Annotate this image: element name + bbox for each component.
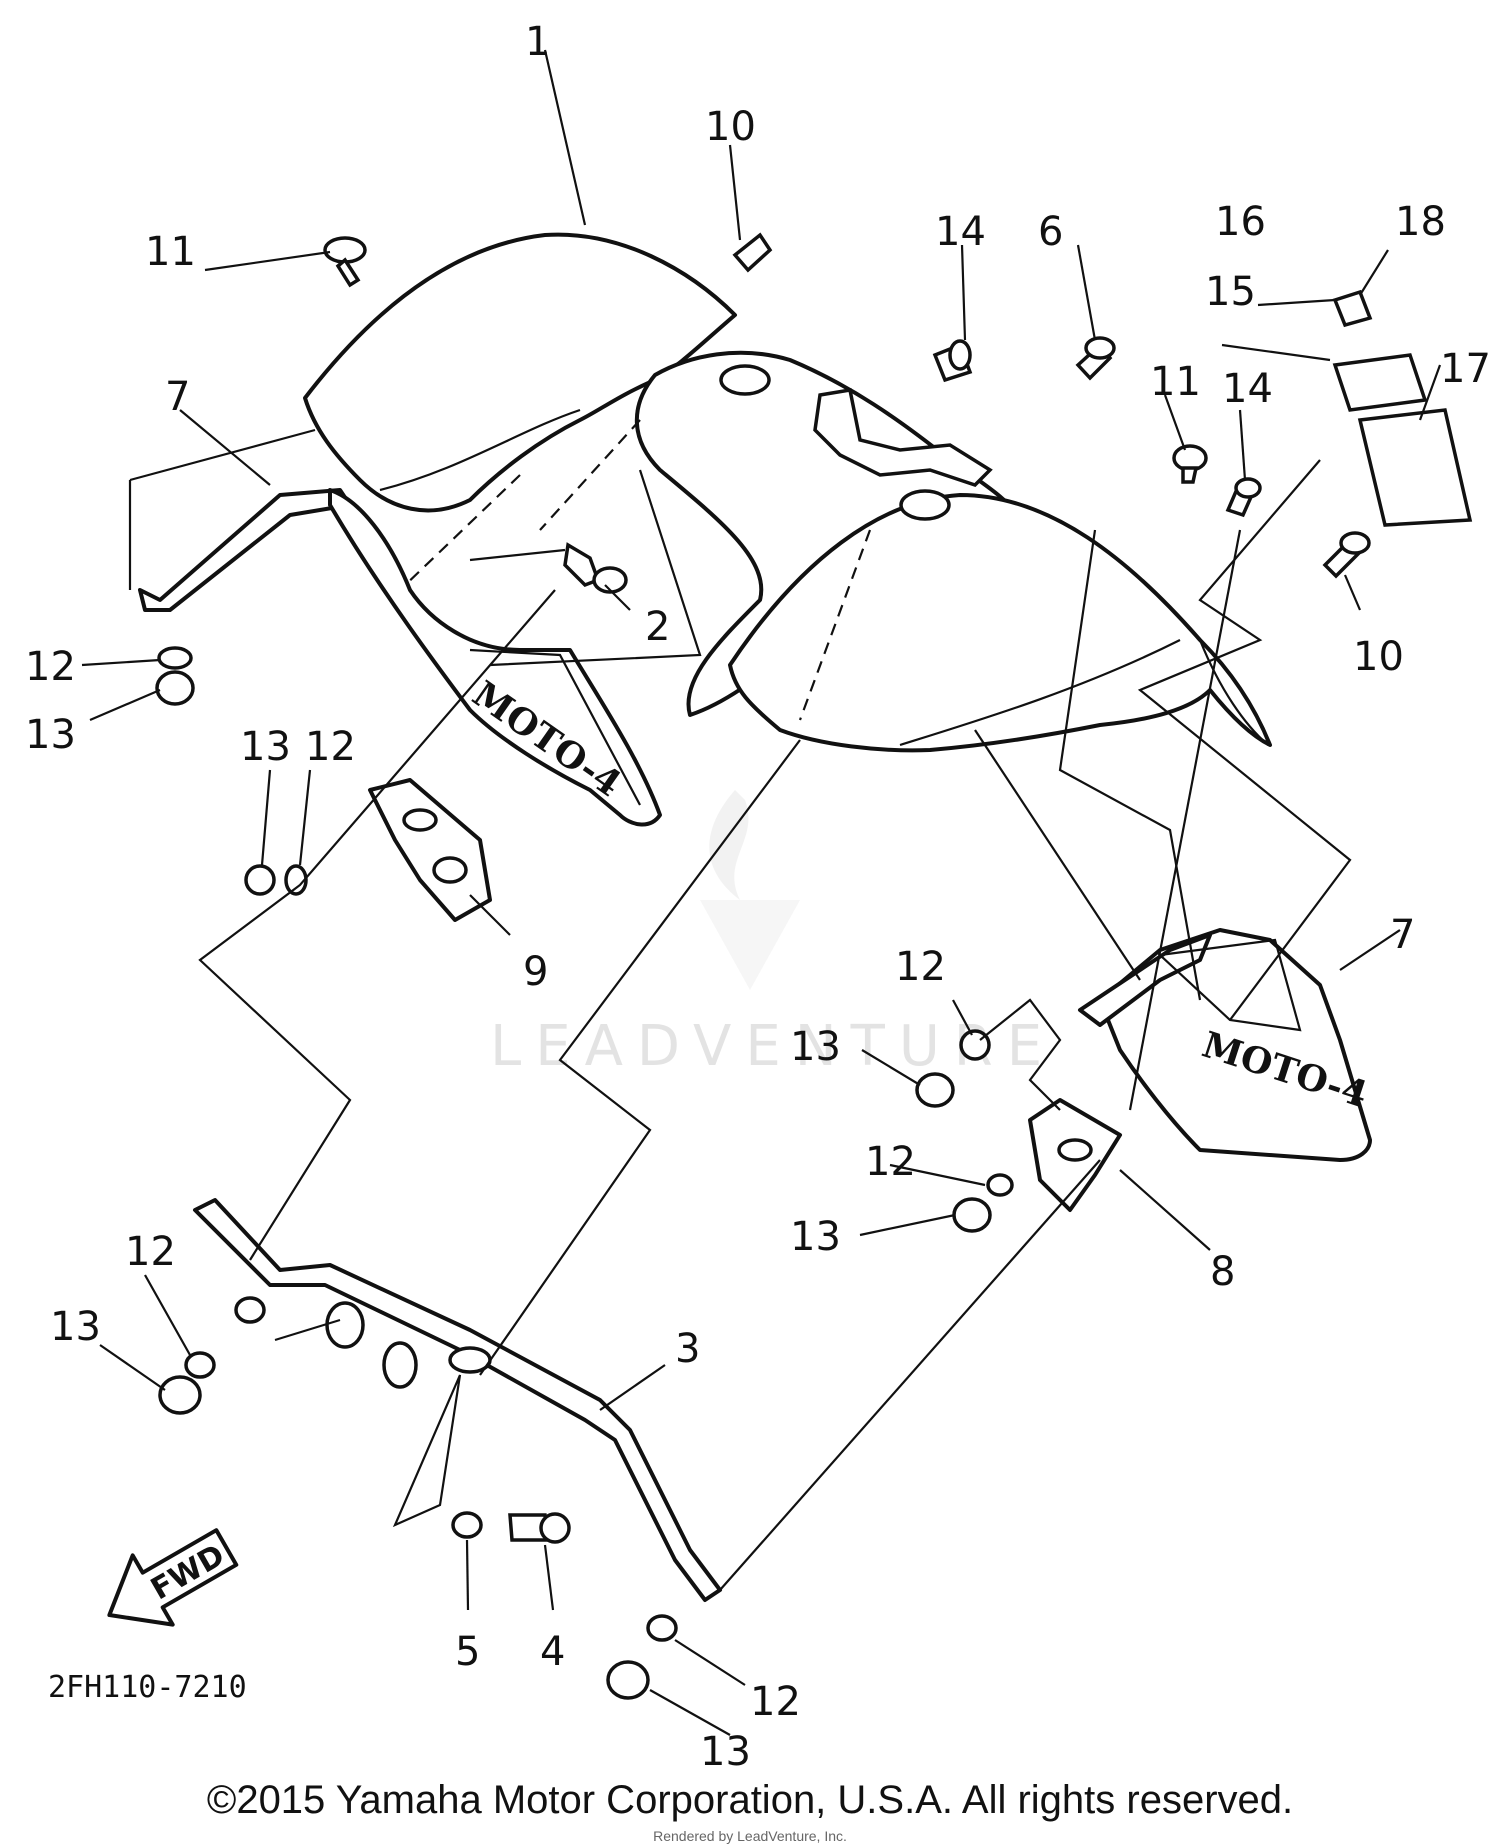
callout-13-b: 13	[240, 724, 291, 770]
callout-13-a: 13	[25, 712, 76, 758]
drawing-code: 2FH110-7210	[48, 1670, 247, 1705]
callout-13-c: 13	[790, 1024, 841, 1070]
fender-stay	[193, 1198, 722, 1602]
callout-2: 2	[645, 604, 670, 650]
callout-numbers: 1 2 3 4 5 6 7 7 8 9 10 10 11 11 12 12 12…	[25, 19, 1491, 1775]
callout-7-left: 7	[165, 374, 190, 420]
callout-12-a: 12	[25, 644, 76, 690]
callout-18: 18	[1395, 199, 1446, 245]
front-fender	[303, 232, 1272, 753]
callout-4: 4	[540, 1629, 565, 1675]
right-mud-flap: MOTO-4	[1078, 928, 1373, 1162]
callout-12-e: 12	[125, 1229, 176, 1275]
callout-14-top: 14	[935, 209, 986, 255]
callout-13-e: 13	[50, 1304, 101, 1350]
callout-6: 6	[1038, 209, 1063, 255]
watermark-logo	[700, 790, 800, 990]
callout-14-right: 14	[1222, 366, 1273, 412]
callout-12-f: 12	[750, 1679, 801, 1725]
callout-12-b: 12	[305, 724, 356, 770]
callout-11-right: 11	[1150, 359, 1201, 405]
callout-12-c: 12	[895, 944, 946, 990]
callout-11-left: 11	[145, 229, 196, 275]
callout-15: 15	[1205, 269, 1256, 315]
callout-1: 1	[525, 19, 550, 65]
callout-10-top: 10	[705, 104, 756, 150]
watermark-text: LEADVENTURE	[490, 1014, 1056, 1079]
callout-9: 9	[523, 949, 548, 995]
callout-17: 17	[1440, 346, 1491, 392]
callout-10-right: 10	[1353, 634, 1404, 680]
callout-13-d: 13	[790, 1214, 841, 1260]
callout-3: 3	[675, 1326, 700, 1372]
callout-12-d: 12	[865, 1139, 916, 1185]
callout-7-right: 7	[1390, 912, 1415, 958]
callout-5: 5	[455, 1629, 480, 1675]
copyright-notice: ©2015 Yamaha Motor Corporation, U.S.A. A…	[206, 1778, 1294, 1822]
callout-16: 16	[1215, 199, 1266, 245]
right-flap-plate	[1028, 1098, 1122, 1212]
callout-8: 8	[1210, 1249, 1235, 1295]
left-flap-plate	[368, 778, 492, 922]
callout-13-f: 13	[700, 1729, 751, 1775]
hardware	[155, 232, 1473, 1700]
assembly-lines	[128, 428, 1352, 1591]
left-mud-flap: MOTO-4	[138, 488, 662, 827]
rendered-by-note: Rendered by LeadVenture, Inc.	[653, 1828, 847, 1844]
fwd-arrow: FWD	[107, 1528, 239, 1627]
callout-leaders	[81, 49, 1442, 1736]
